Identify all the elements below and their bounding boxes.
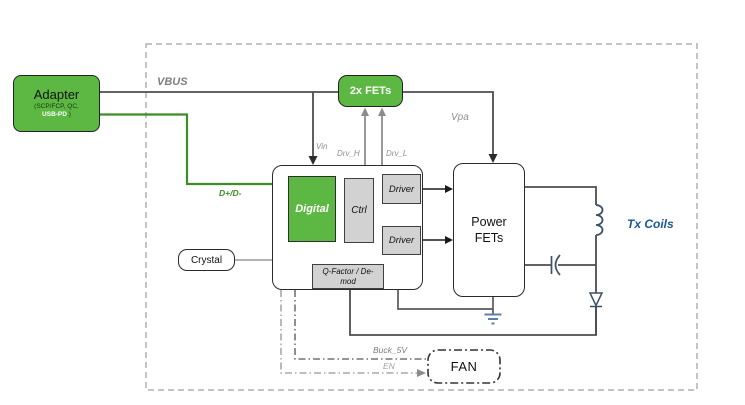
buck-5v-wire bbox=[294, 290, 428, 360]
drv-h-wire bbox=[361, 107, 369, 165]
fets-2x-block: 2x FETs bbox=[338, 75, 403, 107]
fan-label: FAN bbox=[450, 359, 478, 374]
tx-circuit-wire bbox=[525, 186, 597, 335]
crystal-label: Crystal bbox=[190, 254, 223, 266]
adapter-usbpd-rest: .) bbox=[66, 110, 71, 118]
power-fets-label-line2: FETs bbox=[474, 231, 504, 245]
system-boundary bbox=[145, 43, 698, 391]
drv-l-label: Drv_L bbox=[386, 149, 408, 158]
fan-box-outline bbox=[427, 349, 501, 384]
tx-coils-label: Tx Coils bbox=[627, 217, 674, 231]
vbus-label: VBUS bbox=[157, 76, 188, 88]
driver-high-arrow bbox=[421, 185, 453, 193]
adapter-subtitle-line1: (SCP/FCP, QC, bbox=[34, 102, 79, 110]
digital-block: Digital bbox=[288, 176, 336, 242]
ctrl-block: Ctrl bbox=[344, 178, 374, 243]
bottom-rail-wire bbox=[349, 289, 597, 336]
inductor-icon bbox=[595, 204, 604, 236]
diode-icon bbox=[588, 292, 604, 308]
driver-high-label: Driver bbox=[388, 183, 415, 195]
driver-low-arrow bbox=[421, 236, 453, 244]
en-wire bbox=[280, 290, 426, 377]
drv-h-label: Drv_H bbox=[337, 149, 360, 158]
usb-data-wire bbox=[100, 113, 272, 186]
ctrl-label: Ctrl bbox=[351, 205, 367, 216]
fets-2x-label: 2x FETs bbox=[349, 85, 392, 97]
driver-low-label: Driver bbox=[388, 235, 415, 246]
buck-5v-label: Buck_5V bbox=[373, 345, 408, 355]
ground-icon bbox=[484, 313, 502, 325]
fan-block: FAN bbox=[428, 350, 500, 383]
power-fets-block: Power FETs bbox=[453, 163, 525, 297]
en-label: EN bbox=[383, 361, 395, 371]
qfactor-label-line2: mod bbox=[340, 276, 356, 286]
qfactor-demod-block: Q-Factor / De- mod bbox=[312, 264, 384, 289]
ground-wire bbox=[397, 289, 494, 314]
vin-wire bbox=[308, 92, 318, 165]
crystal-block: Crystal bbox=[178, 249, 235, 271]
adapter-title: Adapter bbox=[33, 87, 80, 103]
vpa-wire bbox=[403, 91, 498, 163]
adapter-subtitle-line2: USB-PD.) bbox=[42, 111, 71, 119]
qfactor-label-line1: Q-Factor / De- bbox=[322, 266, 374, 276]
driver-high-block: Driver bbox=[382, 174, 421, 204]
drv-l-wire bbox=[378, 107, 386, 165]
vin-label: Vin bbox=[316, 142, 328, 151]
digital-label: Digital bbox=[295, 203, 329, 215]
adapter-usbpd-text: USB-PD bbox=[42, 110, 67, 118]
vpa-label: Vpa bbox=[451, 112, 469, 123]
usb-data-label: D+/D- bbox=[219, 188, 242, 198]
capacitor-icon bbox=[550, 254, 561, 276]
adapter-block: Adapter (SCP/FCP, QC, USB-PD.) bbox=[13, 75, 100, 132]
driver-low-block: Driver bbox=[382, 226, 421, 255]
power-fets-label-line1: Power bbox=[471, 214, 507, 229]
